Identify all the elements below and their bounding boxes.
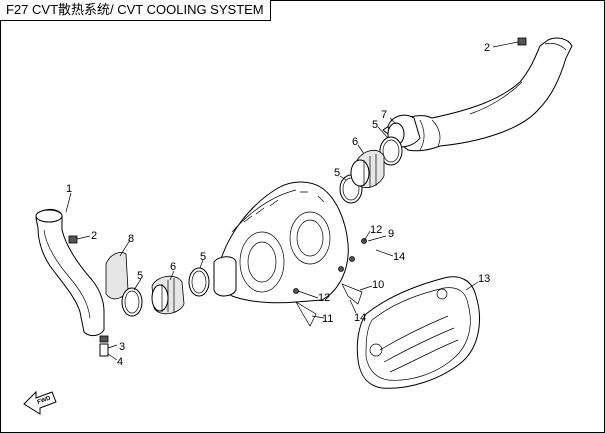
lower-bellows [151,275,185,315]
callout-1: 1 [66,183,72,195]
callout-5-lower-left: 5 [137,270,143,282]
callout-labels: 1 2 2 3 4 5 5 5 5 6 6 7 8 9 10 11 12 12 … [66,42,490,368]
lower-clamp-left [121,287,143,317]
intake-nut [68,235,78,244]
callout-14-upper: 14 [393,251,405,263]
callout-12-lower: 12 [318,292,330,304]
diagram-title: F27 CVT散热系统/ CVT COOLING SYSTEM [0,0,271,21]
fwd-label: FWD [37,395,53,406]
upper-bellows [350,149,385,189]
upper-clamp [379,136,403,166]
upper-outlet-duct [382,37,573,152]
callout-7: 7 [381,109,387,121]
callout-3: 3 [119,341,125,353]
callout-2-upper: 2 [484,42,490,54]
callout-10: 10 [372,279,384,291]
intake-duct [35,209,105,337]
callout-8: 8 [128,233,134,245]
callout-12-upper: 12 [370,224,382,236]
callout-6-lower: 6 [170,261,176,273]
intake-spigot [99,335,109,357]
leader-lines [65,41,519,361]
callout-5-lower-right: 5 [200,251,206,263]
forward-direction-arrow-icon: FWD [23,390,57,415]
bracket-lower [295,301,317,327]
callout-14-lower: 14 [354,312,366,324]
cvt-cover [356,276,480,389]
callout-9: 9 [388,228,394,240]
cvt-case [213,181,349,304]
callout-2-lower: 2 [91,230,97,242]
callout-11: 11 [322,313,333,325]
callout-5-upper-left: 5 [334,167,340,179]
callout-4: 4 [117,356,123,368]
bracket-upper [341,283,363,305]
callout-5-upper-right: 5 [372,119,378,131]
lower-clamp-right [188,267,210,297]
callout-13: 13 [478,273,490,285]
callout-6-upper: 6 [352,136,358,148]
outlet-nut [517,37,527,46]
